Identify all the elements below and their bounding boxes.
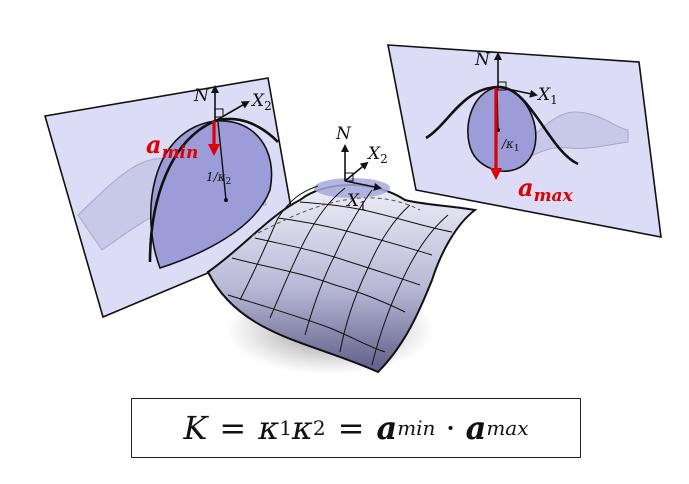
- formula-eq1: =: [219, 409, 247, 447]
- left-x2-label: X2: [250, 91, 272, 113]
- surface-dome: [314, 178, 390, 198]
- formula-kappa1-sub: 1: [279, 416, 292, 440]
- formula-dot: ·: [445, 409, 456, 447]
- formula-kappa1: κ: [258, 409, 280, 447]
- right-osculating-disc: [467, 86, 537, 172]
- formula-a-min-sub: min: [397, 416, 436, 440]
- left-radius-label: 1/κ2: [206, 170, 231, 187]
- formula-kappa2-sub: 2: [312, 416, 326, 440]
- surface-grid-u: [227, 201, 453, 353]
- left-normal-label: N: [193, 86, 210, 106]
- left-x2-axis: [214, 101, 250, 122]
- left-a-min-label: amin: [146, 130, 198, 163]
- right-normal-plane: N X1 /κ1 amax: [387, 44, 662, 238]
- formula-a-max-sub: max: [486, 416, 529, 440]
- left-normal-curve: [148, 117, 279, 263]
- right-right-angle: [497, 81, 507, 91]
- center-normal-label: N: [335, 124, 352, 144]
- left-right-angle: [214, 108, 224, 118]
- left-osculating-disc: [150, 120, 273, 269]
- center-x2-axis: [344, 161, 369, 182]
- center-x1-label: X1: [345, 191, 367, 213]
- center-surface: N X2 X1: [206, 124, 478, 375]
- center-x1-axis: [344, 180, 382, 191]
- left-normal-plane: N X2 1/κ2 amin: [43, 77, 297, 319]
- formula-eq2: =: [337, 409, 365, 447]
- right-radius-label: /κ1: [501, 137, 520, 154]
- formula-k: K: [183, 409, 208, 447]
- surface-body: [206, 184, 478, 374]
- formula-a-max: a: [465, 409, 487, 447]
- formula-kappa2: κ: [291, 409, 313, 447]
- left-radius-line: [217, 121, 227, 201]
- right-normal-label: N: [474, 50, 491, 70]
- right-a-max-label: amax: [518, 173, 574, 206]
- formula-a-min: a: [376, 409, 398, 447]
- surface-dashed-curve: [251, 197, 421, 237]
- center-x2-label: X2: [366, 144, 388, 166]
- surface-grid-v: [239, 185, 449, 366]
- right-x1-label: X1: [536, 85, 558, 107]
- right-x1-axis: [497, 86, 538, 98]
- left-center-dot: [224, 198, 228, 202]
- right-surface-ghost: [519, 111, 629, 161]
- center-right-angle: [344, 172, 354, 182]
